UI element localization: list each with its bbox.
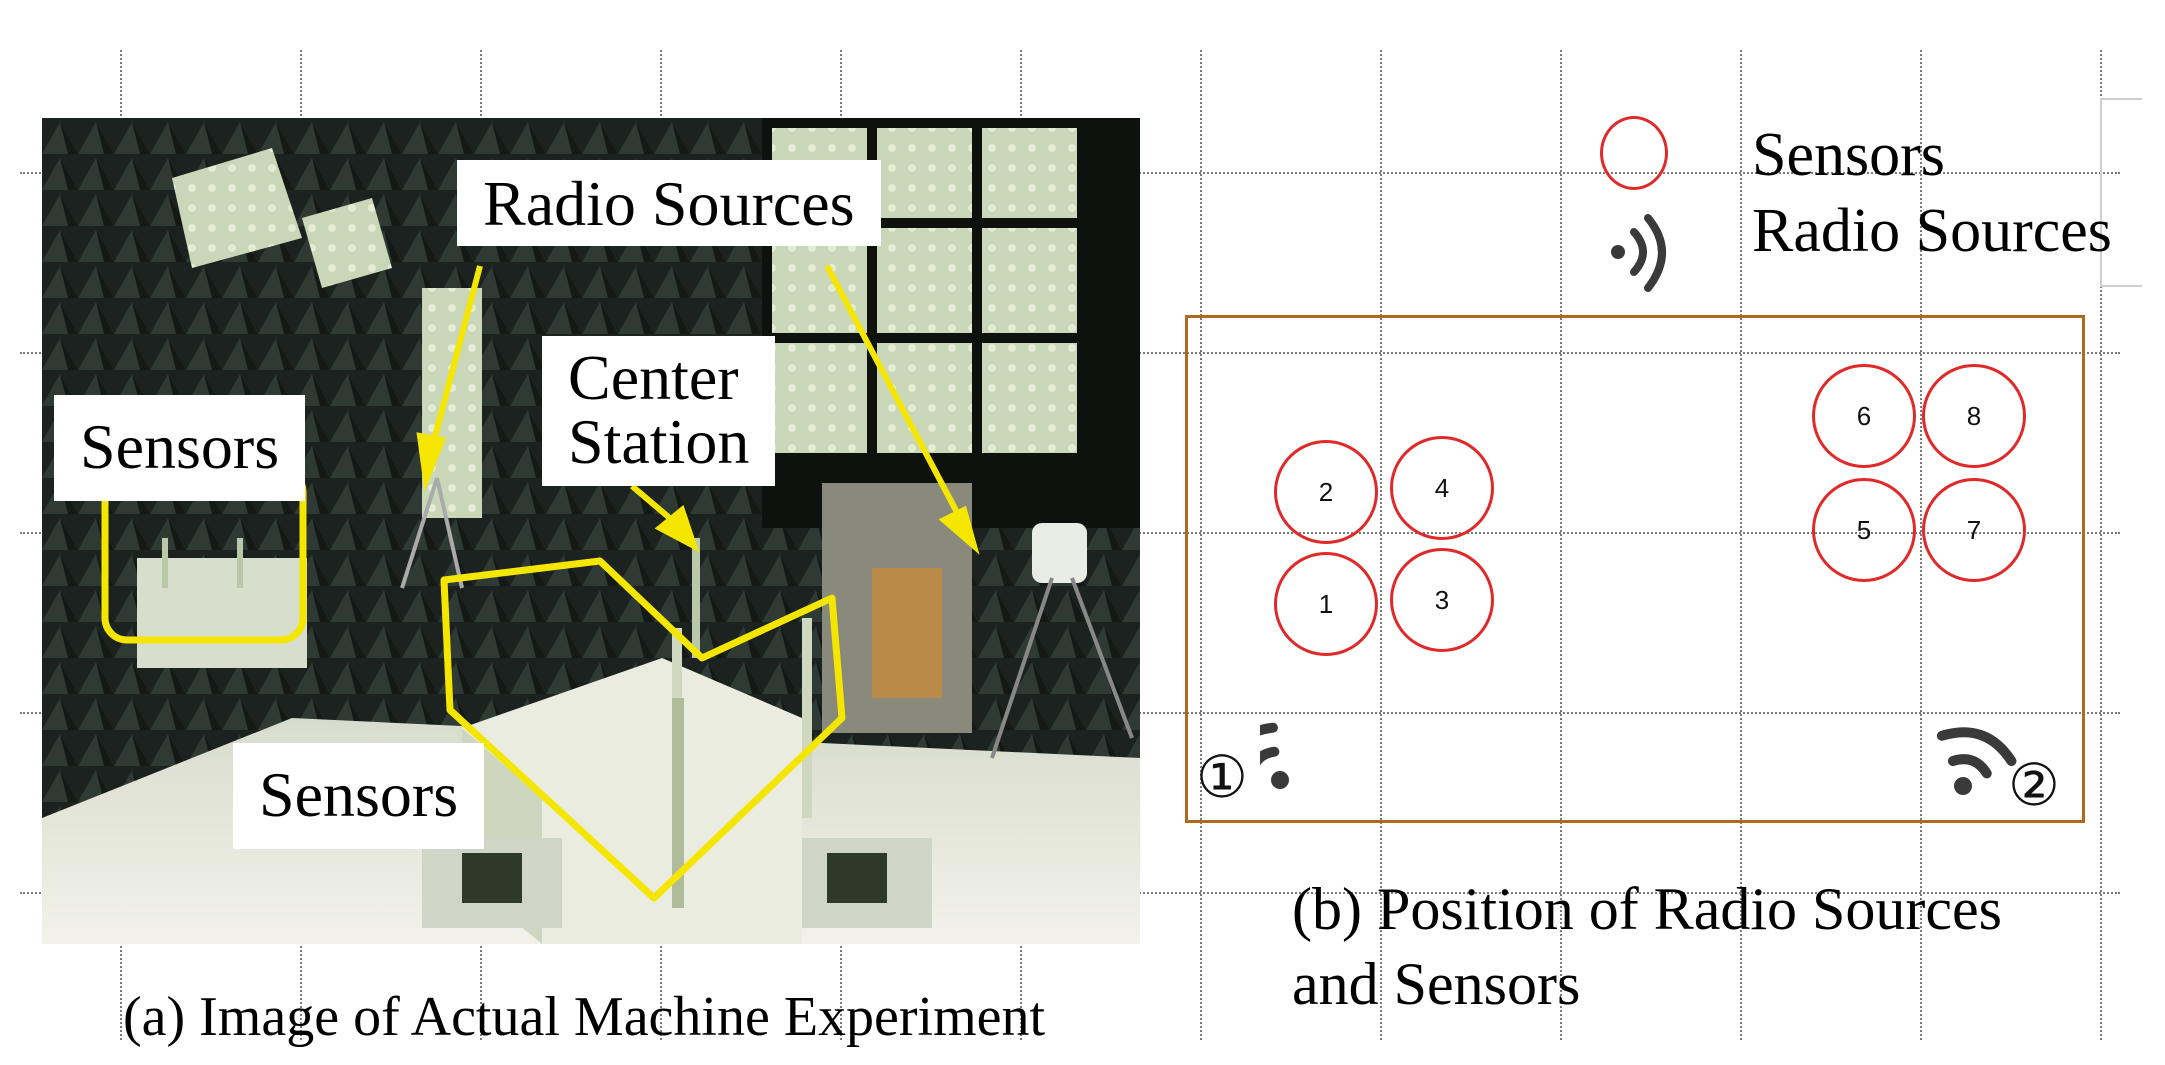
- sensor-3: 3: [1390, 548, 1494, 652]
- radio-source-1-label: ①: [1196, 743, 1248, 811]
- sensor-8-number: 8: [1966, 400, 1982, 431]
- sensor-highlight-polygon: [440, 557, 846, 902]
- sensor-4-number: 4: [1434, 472, 1450, 503]
- legend-bracket: [2100, 98, 2142, 287]
- sensor-1-number: 1: [1318, 588, 1334, 619]
- legend-radio-sources-label: Radio Sources: [1752, 197, 2112, 265]
- radio-source-2-wifi-icon: [1936, 727, 2017, 795]
- center-station-line1: Center: [568, 342, 739, 413]
- legend-sensor-icon: [1600, 116, 1668, 190]
- radio-sources-label: Radio Sources: [457, 160, 881, 246]
- center-station-label: Center Station: [542, 336, 776, 486]
- experiment-photo: Radio Sources Center Station Sensors Sen…: [42, 118, 1140, 944]
- position-diagram: 1 2 3 4 5 6 7 8 ① ②: [1185, 315, 2085, 823]
- radio-source-1-wifi-icon: [1260, 722, 1289, 789]
- diagram-caption-line2: and Sensors: [1292, 951, 1581, 1017]
- sensor-3-number: 3: [1434, 584, 1450, 615]
- sensor-6-number: 6: [1856, 400, 1872, 431]
- radio-source-2-label: ②: [2008, 751, 2060, 819]
- sensor-7-number: 7: [1966, 514, 1982, 545]
- sensors-label-bottom-text: Sensors: [259, 759, 459, 830]
- radio-sources-label-text: Radio Sources: [483, 168, 855, 239]
- legend-wifi-signal-icon: [1611, 214, 1666, 292]
- sensor-4: 4: [1390, 436, 1494, 540]
- sensor-7: 7: [1922, 478, 2026, 582]
- sensors-label-bottom: Sensors: [233, 743, 485, 849]
- annotation-arrows: [416, 264, 980, 555]
- sensor-5: 5: [1812, 478, 1916, 582]
- diagram-caption-line1: (b) Position of Radio Sources: [1292, 876, 2002, 942]
- sensor-2: 2: [1274, 440, 1378, 544]
- sensor-6: 6: [1812, 364, 1916, 468]
- sensor-8: 8: [1922, 364, 2026, 468]
- sensor-5-number: 5: [1856, 514, 1872, 545]
- center-station-line2: Station: [568, 406, 750, 477]
- sensor-2-number: 2: [1318, 476, 1334, 507]
- sensor-1: 1: [1274, 552, 1378, 656]
- photo-caption: (a) Image of Actual Machine Experiment: [123, 986, 1046, 1048]
- sensors-label-left: Sensors: [54, 395, 306, 501]
- sensors-label-left-text: Sensors: [80, 411, 280, 482]
- legend-sensors-label: Sensors: [1752, 121, 1945, 189]
